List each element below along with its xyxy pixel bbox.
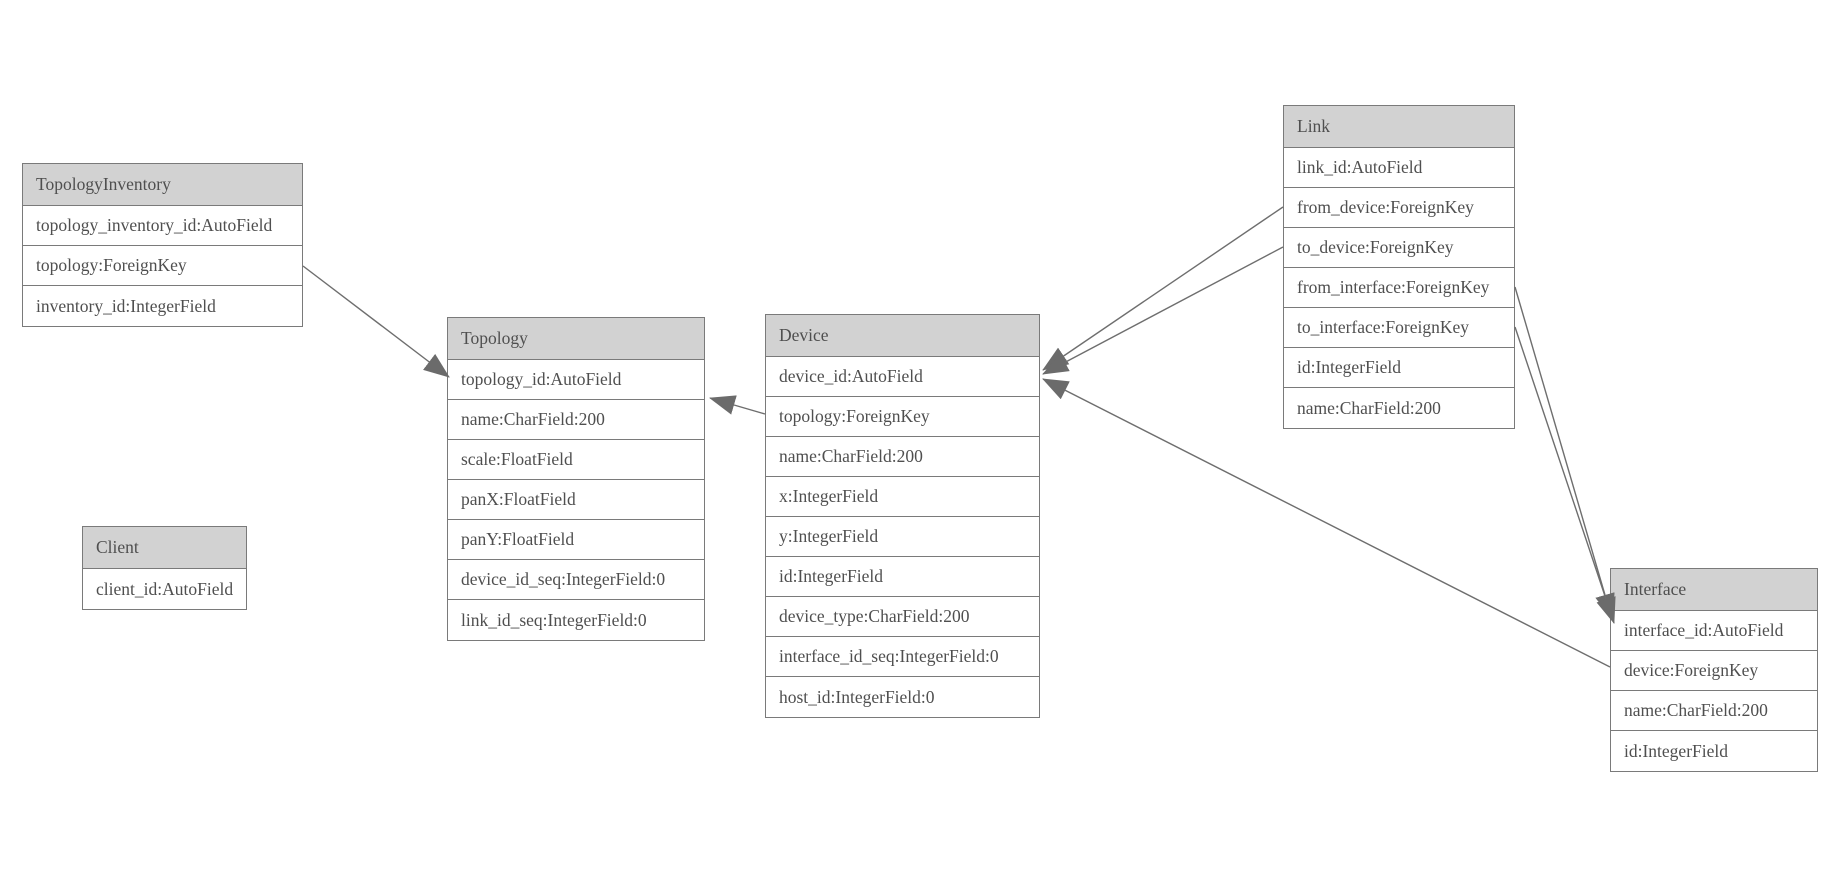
edge-link-from-interface-to-interface (1514, 286, 1615, 620)
entity-link-field-row: id:IntegerField (1284, 348, 1514, 388)
entity-topology-field-row: panX:FloatField (448, 480, 704, 520)
entity-device-field-row: topology:ForeignKey (766, 397, 1039, 437)
entity-topology-inventory-field-row: topology_inventory_id:AutoField (23, 206, 302, 246)
entity-topology-inventory-field-row: topology:ForeignKey (23, 246, 302, 286)
entity-link-field-row: name:CharField:200 (1284, 388, 1514, 428)
entity-topology-field-row: name:CharField:200 (448, 400, 704, 440)
edge-topologyinventory-topology-to-topology (302, 265, 450, 378)
entity-topology-field-row: topology_id:AutoField (448, 360, 704, 400)
entity-link-field-row: link_id:AutoField (1284, 148, 1514, 188)
entity-device-field-row: id:IntegerField (766, 557, 1039, 597)
entity-interface-title: Interface (1611, 569, 1817, 611)
edge-link-to-device-to-device (1042, 246, 1284, 375)
edge-link-to-interface-to-interface (1514, 326, 1616, 624)
entity-link-field-row: to_interface:ForeignKey (1284, 308, 1514, 348)
entity-topology-title: Topology (448, 318, 704, 360)
entity-topology-inventory-field-row: inventory_id:IntegerField (23, 286, 302, 326)
edge-link-from-device-to-device (1042, 206, 1284, 371)
entity-device-field-row: host_id:IntegerField:0 (766, 677, 1039, 717)
entity-device-field-row: name:CharField:200 (766, 437, 1039, 477)
entity-topology-field-row: link_id_seq:IntegerField:0 (448, 600, 704, 640)
entity-client-field-row: client_id:AutoField (83, 569, 246, 609)
entity-interface-field-row: interface_id:AutoField (1611, 611, 1817, 651)
entity-device-field-row: x:IntegerField (766, 477, 1039, 517)
entity-link-field-row: from_device:ForeignKey (1284, 188, 1514, 228)
entity-device-field-row: device_type:CharField:200 (766, 597, 1039, 637)
entity-topology-field-row: device_id_seq:IntegerField:0 (448, 560, 704, 600)
entity-topology-field-row: scale:FloatField (448, 440, 704, 480)
entity-link-field-row: from_interface:ForeignKey (1284, 268, 1514, 308)
entity-device-field-row: interface_id_seq:IntegerField:0 (766, 637, 1039, 677)
entity-link-title: Link (1284, 106, 1514, 148)
entity-topology-field-row: panY:FloatField (448, 520, 704, 560)
entity-interface-field-row: id:IntegerField (1611, 731, 1817, 771)
entity-client-title: Client (83, 527, 246, 569)
entity-device-title: Device (766, 315, 1039, 357)
entity-device-field-row: y:IntegerField (766, 517, 1039, 557)
entity-link-field-row: to_device:ForeignKey (1284, 228, 1514, 268)
entity-topology-inventory-title: TopologyInventory (23, 164, 302, 206)
entity-interface-field-row: device:ForeignKey (1611, 651, 1817, 691)
edge-device-topology-to-topology (709, 395, 766, 415)
entity-device-field-row: device_id:AutoField (766, 357, 1039, 397)
entity-interface-field-row: name:CharField:200 (1611, 691, 1817, 731)
